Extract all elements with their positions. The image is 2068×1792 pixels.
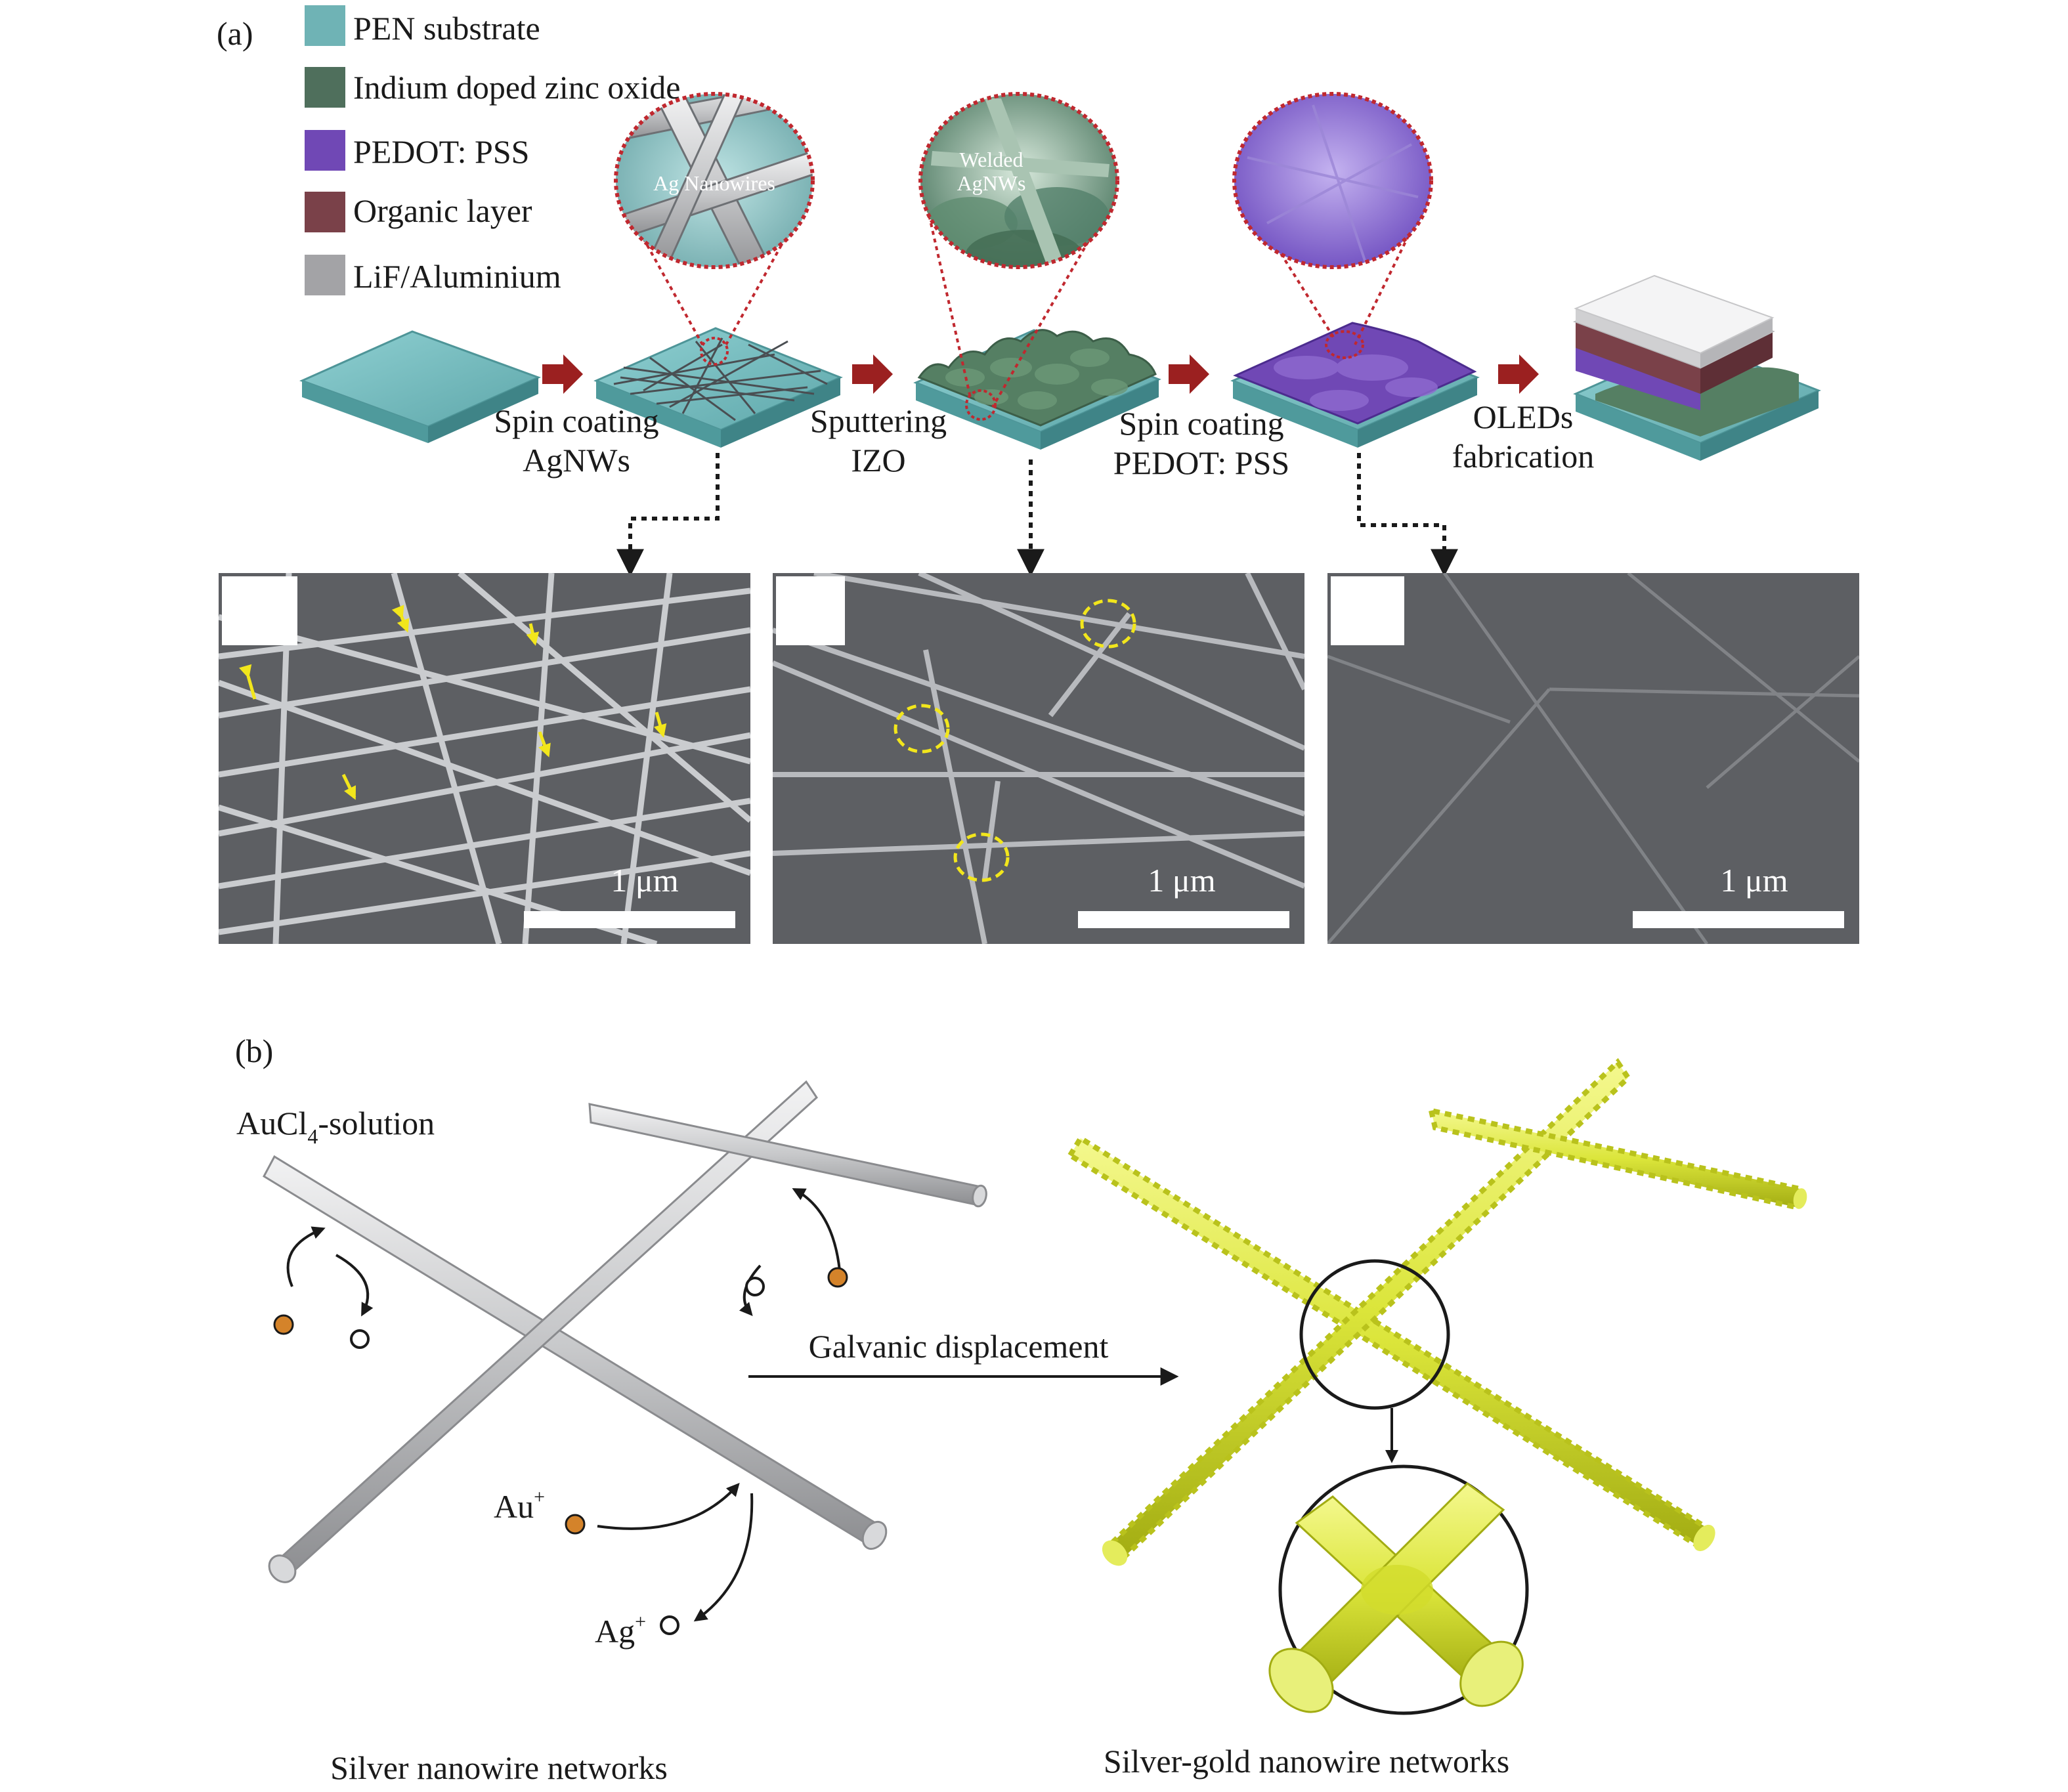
step-1-line2: AgNWs [523,442,630,479]
solution-label-subscript: 4 [307,1124,318,1148]
sem-image-welded: 1 μm [773,573,1304,944]
zoom-label-welded: Welded [960,148,1023,171]
legend-swatch-lif [305,255,345,295]
solution-label-main: AuCl [236,1105,307,1141]
device-izo [913,329,1161,450]
legend-label-pedot: PEDOT: PSS [353,133,529,170]
step-3-line1: Spin coating [1119,405,1283,442]
step-arrow-3 [1169,354,1209,394]
ag-ion-dot [660,1615,679,1635]
solution-label: AuCl4-solution [236,1105,435,1148]
device-oled [1572,274,1821,461]
connector-3 [1357,453,1458,577]
sem-image-pedot: 1 μm [1327,573,1859,944]
legend-swatch-pedot [305,130,345,171]
panel-b-label: (b) [235,1033,273,1069]
ag-ion-dot [350,1329,370,1349]
legend: PEN substrate Indium doped zinc oxide PE… [305,5,681,295]
au-ion-charge: + [534,1486,545,1508]
sem-label-box-1 [222,576,297,645]
legend-label-organic: Organic layer [353,192,532,229]
legend-label-izo: Indium doped zinc oxide [353,69,681,106]
ion-exchange-arrows [286,1188,842,1622]
legend-swatch-organic [305,192,345,232]
legend-label-lif: LiF/Aluminium [353,258,561,295]
device-pedot [1230,322,1480,448]
step-labels: Spin coating AgNWs Sputtering IZO Spin c… [494,398,1594,481]
au-ion-dot [827,1267,848,1288]
scale-bar-label-1: 1 μm [611,862,678,899]
step-4-line1: OLEDs [1473,398,1574,435]
panel-a-label: (a) [217,15,253,52]
step-arrow-4 [1498,354,1539,394]
zoom-label-ag-nanowires: Ag Nanowires [653,171,775,195]
ag-ion-dot [745,1277,765,1296]
sem-image-agnws: 1 μm [219,573,750,944]
step-arrow-2 [852,354,893,394]
silver-nanowire-network [263,1080,987,1583]
step-4-line2: fabrication [1452,438,1595,475]
ag-ion-symbol: Ag [595,1613,635,1650]
scale-bar-3 [1633,911,1844,928]
process-label: Galvanic displacement [809,1328,1109,1365]
junction-highlight-circle [1299,1259,1450,1410]
zoom-callout-welded: Welded AgNWs [918,92,1119,421]
au-ion-dot [565,1514,586,1535]
scale-bar-1 [524,911,735,928]
zoom-callout-pedot [1232,92,1433,359]
sem-label-box-3 [1331,576,1404,645]
process-arrows [542,354,1539,394]
device-pen-substrate [299,330,541,443]
junction-detail [1268,1464,1529,1715]
gold-nanowire-network [1066,1057,1807,1566]
au-ion-dot [273,1314,294,1335]
sem-connectors [616,453,1458,577]
au-ion-symbol: Au [494,1488,534,1525]
left-caption: Silver nanowire networks [330,1749,668,1786]
connector-1 [616,453,720,577]
solution-label-rest: -solution [318,1105,435,1141]
legend-swatch-pen [305,5,345,46]
legend-swatch-izo [305,67,345,108]
device-agnws [593,327,843,448]
scale-bar-label-2: 1 μm [1148,862,1215,899]
step-1-line1: Spin coating [494,402,658,439]
right-caption: Silver-gold nanowire networks [1104,1743,1509,1780]
sem-label-box-2 [776,576,845,645]
step-arrow-1 [542,354,583,394]
step-3-line2: PEDOT: PSS [1113,444,1289,481]
ag-ion-label: Ag+ [595,1611,646,1650]
ions [273,1267,848,1635]
step-2-line2: IZO [851,442,905,479]
ag-ion-charge: + [635,1611,646,1632]
scale-bar-2 [1078,911,1289,928]
step-2-line1: Sputtering [810,402,947,439]
zoom-callout-agnws: Ag Nanowires [614,92,815,366]
legend-label-pen: PEN substrate [353,10,540,47]
scale-bar-label-3: 1 μm [1720,862,1788,899]
au-ion-label: Au+ [494,1486,545,1525]
zoom-label-agnws: AgNWs [957,171,1026,195]
